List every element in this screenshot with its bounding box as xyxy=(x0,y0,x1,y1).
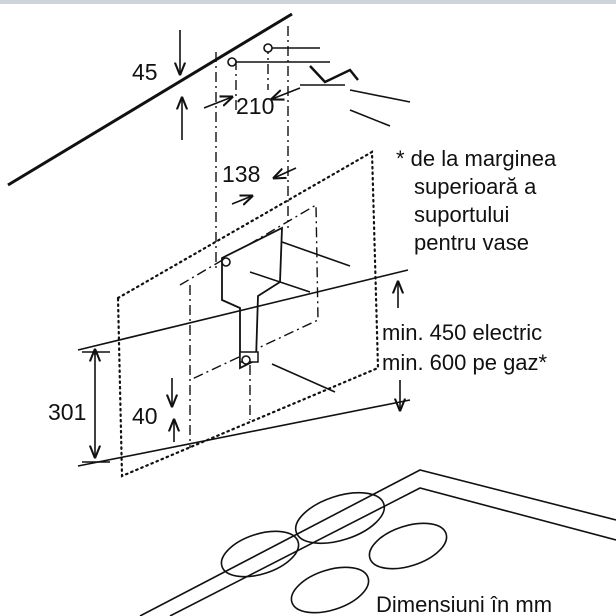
hood-outline xyxy=(116,150,380,478)
footnote-line-4: pentru vase xyxy=(414,230,529,255)
ceiling-line xyxy=(7,12,293,187)
footnote-line-3: suportului xyxy=(414,202,509,227)
dim-hood-height: 301 xyxy=(48,399,86,425)
footnote-line-2: superioară a xyxy=(414,174,537,199)
dim-bracket-width: 138 xyxy=(222,161,260,187)
footnote-line-1: * de la marginea xyxy=(396,146,557,171)
dim-wall-offset: 45 xyxy=(132,59,158,85)
units-note: Dimensiuni în mm xyxy=(376,592,552,616)
clearance-gas: min. 600 pe gaz* xyxy=(382,350,548,375)
wall-bracket xyxy=(221,226,283,370)
dim-bracket-offset: 40 xyxy=(132,403,158,429)
top-border xyxy=(0,0,616,4)
clearance-electric: min. 450 electric xyxy=(382,320,542,345)
dimension-lines xyxy=(77,30,411,467)
dim-hole-spacing: 210 xyxy=(236,93,274,119)
wall-anchors xyxy=(221,43,411,393)
cooktop xyxy=(139,469,616,616)
